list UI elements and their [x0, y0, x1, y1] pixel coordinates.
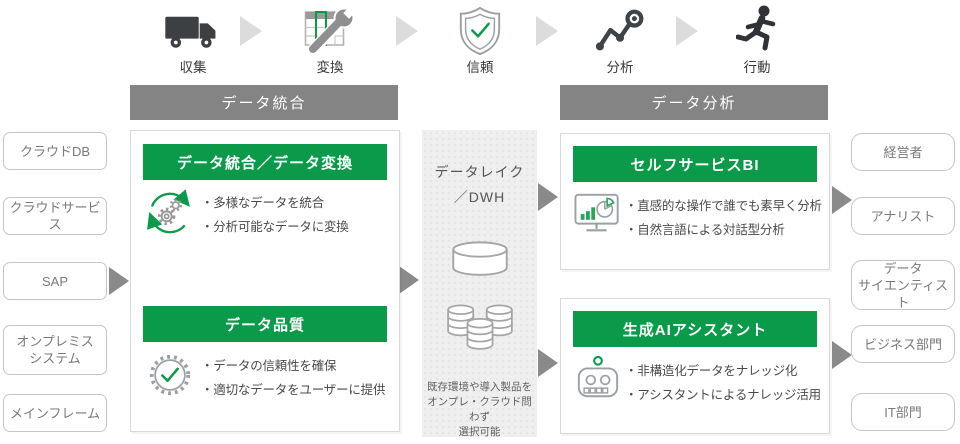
data-integration-bar: データ統合 [130, 85, 398, 120]
bi-bullets: ・直感的な操作で誰でも素早く分析 ・自然言語による対話型分析 [625, 194, 822, 242]
selfservice-bi-panel: セルフサービスBI ・直感的な操作で誰でも素早く分析 ・自然言語による対話型分析 [560, 133, 830, 270]
bullet-item: ・アシスタントによるナレッジ活用 [625, 388, 821, 402]
source-box-onpremise: オンプレミス システム [3, 325, 107, 375]
bullet-item: ・多様なデータを統合 [201, 196, 325, 210]
flow-step-label: 収集 [179, 60, 207, 75]
quality-badge-icon [147, 352, 193, 403]
gen-ai-panel: 生成AIアシスタント ・非構造化データをナレッジ化 ・アシスタントによるナレッジ… [560, 298, 830, 434]
database-cluster-icon [446, 302, 514, 365]
connector-arrow-icon [538, 349, 558, 377]
flow-arrow-icon [536, 16, 558, 46]
ai-bullets: ・非構造化データをナレッジ化 ・アシスタントによるナレッジ活用 [625, 359, 821, 407]
sync-gears-icon [146, 189, 194, 242]
quality-bullets: ・データの信頼性を確保 ・適切なデータをユーザーに提供 [201, 354, 385, 402]
connector-arrow-icon [399, 266, 419, 294]
flow-step-label: 信頼 [466, 60, 494, 75]
source-box-mainframe: メインフレーム [3, 394, 107, 432]
bullet-item: ・分析可能なデータに変換 [201, 220, 349, 234]
flow-arrow-icon [676, 16, 698, 46]
connector-arrow-icon [832, 186, 852, 214]
flow-step-label: 変換 [316, 60, 344, 75]
database-cylinder-icon [448, 240, 512, 287]
ai-section-title: 生成AIアシスタント [573, 311, 817, 347]
flow-arrow-icon [240, 16, 262, 46]
audience-box-analyst: アナリスト [851, 197, 955, 235]
integration-section-title: データ統合／データ変換 [143, 144, 387, 180]
action-runner-icon [735, 5, 780, 58]
integration-panel: データ統合／データ変換 ・多様なデータを統合 ・分析可能なデータに変換 データ品… [130, 130, 400, 432]
bullet-item: ・適切なデータをユーザーに提供 [201, 383, 386, 397]
datalake-title: データレイク ／DWH [434, 164, 525, 205]
bi-monitor-icon [574, 192, 622, 243]
connector-arrow-icon [109, 267, 129, 295]
datalake-note: 既存環境や導入製品を オンプレ・クラウド問わず 選択可能 [427, 381, 532, 438]
data-analytics-bar: データ分析 [560, 85, 828, 120]
source-box-cloud-service: クラウドサービス [3, 197, 107, 235]
connector-arrow-icon [538, 183, 558, 211]
flow-arrow-icon [396, 16, 418, 46]
audience-box-executive: 経営者 [851, 133, 955, 171]
integration-bullets: ・多様なデータを統合 ・分析可能なデータに変換 [201, 191, 349, 239]
flow-step-label: 分析 [606, 60, 634, 75]
datalake-panel: データレイク ／DWH 既 [422, 130, 537, 438]
flow-step-label: 行動 [743, 60, 771, 75]
bullet-item: ・直感的な操作で誰でも素早く分析 [625, 199, 822, 213]
source-box-cloud-db: クラウドDB [3, 132, 107, 170]
source-box-sap: SAP [3, 262, 107, 300]
analysis-chart-magnifier-icon [594, 9, 648, 60]
audience-box-it-dept: IT部門 [851, 393, 955, 431]
bullet-item: ・自然言語による対話型分析 [625, 223, 785, 237]
truck-icon [163, 11, 223, 58]
ai-robot-icon [575, 355, 621, 408]
audience-box-business-dept: ビジネス部門 [851, 325, 955, 363]
audience-box-data-scientist: データ サイエンティスト [851, 260, 955, 310]
shield-check-icon [456, 6, 504, 61]
bullet-item: ・非構造化データをナレッジ化 [625, 364, 798, 378]
quality-section-title: データ品質 [143, 306, 387, 342]
transform-table-wrench-icon [304, 3, 359, 60]
bullet-item: ・データの信頼性を確保 [201, 359, 337, 373]
connector-arrow-icon [832, 341, 852, 369]
bi-section-title: セルフサービスBI [573, 146, 817, 182]
